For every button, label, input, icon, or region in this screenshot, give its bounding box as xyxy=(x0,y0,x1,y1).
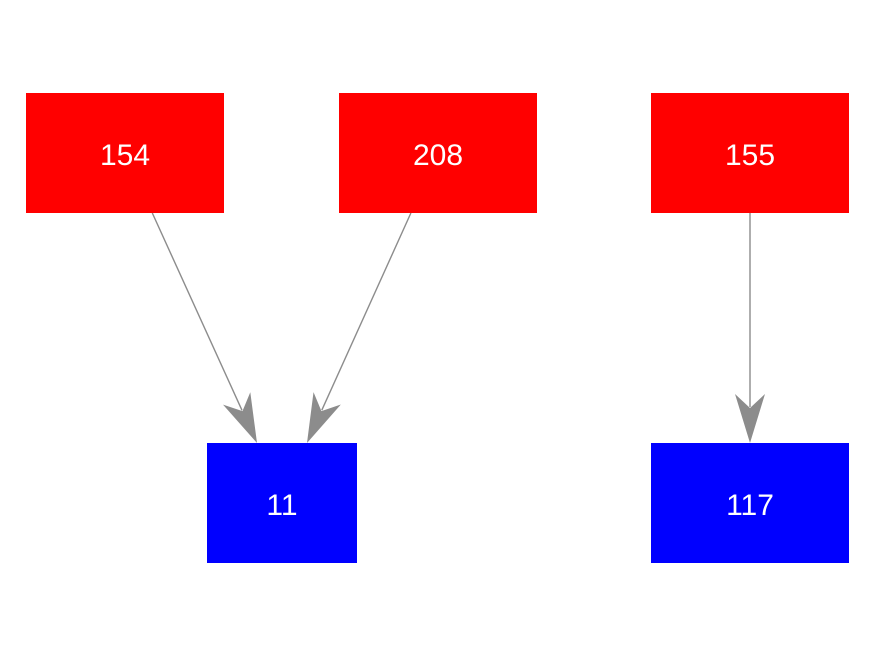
edge-208-to-11 xyxy=(293,212,412,449)
edge-line-208-11[interactable] xyxy=(321,212,412,411)
node-117-box[interactable] xyxy=(651,443,849,563)
node-11-label: 11 xyxy=(266,489,297,522)
node-154-box[interactable] xyxy=(26,93,224,213)
arrowhead-icon[interactable] xyxy=(223,392,271,449)
node-208-box[interactable] xyxy=(339,93,537,213)
edge-line-154-11[interactable] xyxy=(151,212,243,411)
node-155-label: 155 xyxy=(725,139,775,172)
edge-154-to-11 xyxy=(151,212,271,449)
edge-155-to-117 xyxy=(735,213,765,443)
node-155: 155 xyxy=(651,93,849,213)
node-117: 117 xyxy=(651,443,849,563)
node-11-box[interactable] xyxy=(207,443,357,563)
node-155-box[interactable] xyxy=(651,93,849,213)
node-117-label: 117 xyxy=(726,489,774,522)
node-11: 11 xyxy=(207,443,357,563)
node-154: 154 xyxy=(26,93,224,213)
node-208: 208 xyxy=(339,93,537,213)
node-208-label: 208 xyxy=(413,139,463,172)
arrowhead-icon[interactable] xyxy=(735,394,765,443)
node-154-label: 154 xyxy=(100,139,150,172)
arrowhead-icon[interactable] xyxy=(293,392,341,449)
